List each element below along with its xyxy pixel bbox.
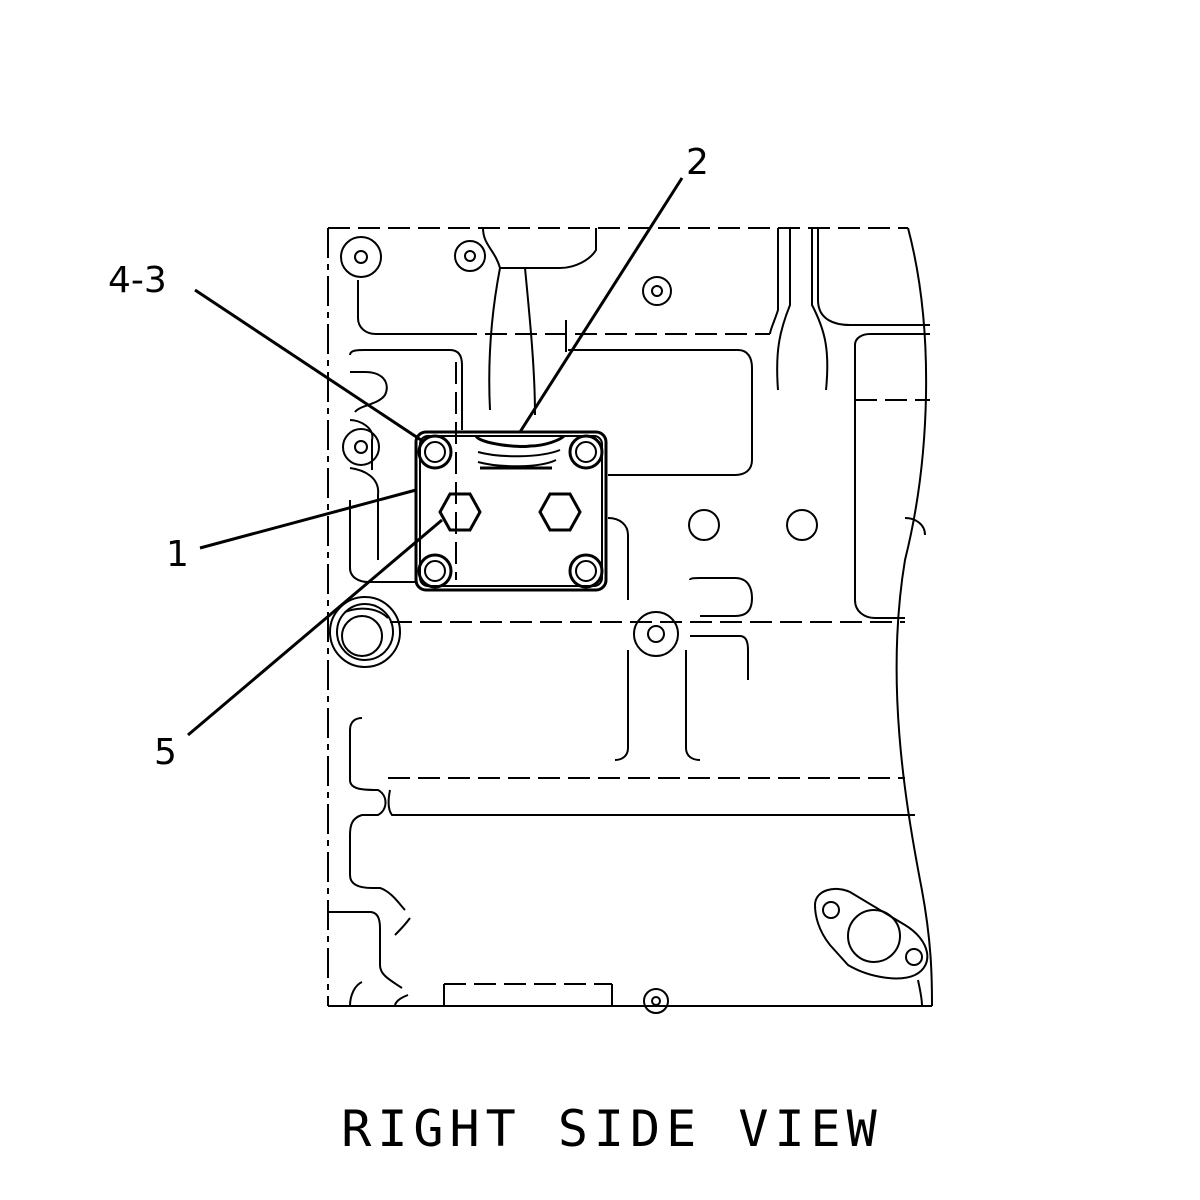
leader-line-2 [518,177,684,433]
cover-plate [414,430,608,592]
callout-2: 2 [686,142,709,183]
bolt-top-left [417,434,453,470]
bolt-bottom-right [568,553,604,589]
hex-plug-left [438,492,482,532]
callout-1: 1 [166,534,189,575]
hex-plugs [438,492,582,532]
leader-line-5 [187,518,443,737]
leader-line-1 [199,488,417,550]
internal-passages [328,227,930,1014]
callout-labels: 2 4-3 1 5 [108,142,709,773]
view-title: RIGHT SIDE VIEW [341,1100,883,1158]
callout-5: 5 [154,732,177,773]
leader-line-4-3 [194,288,425,444]
bolt-bottom-left [417,553,453,589]
corner-bolts [417,434,604,589]
hex-plug-right [538,492,582,532]
leader-lines [187,177,684,737]
gasket [474,434,566,470]
bolt-top-right [568,434,604,470]
callout-4-3: 4-3 [108,260,167,301]
